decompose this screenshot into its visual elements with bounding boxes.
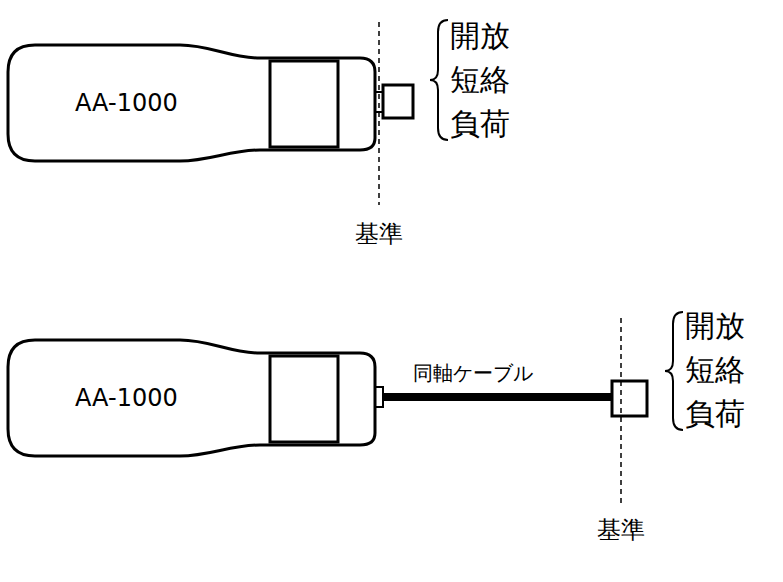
analyzer-body: AA-1000 — [5, 42, 379, 164]
calibration-standard — [612, 381, 647, 416]
analyzer-body: AA-1000 — [5, 337, 379, 459]
coaxial-cable — [383, 393, 612, 401]
brace — [665, 312, 683, 430]
display-screen — [270, 61, 338, 147]
device-outline — [5, 42, 379, 164]
option-label: 負荷 — [450, 106, 510, 142]
reference-plane — [378, 22, 380, 205]
calibration-standard — [383, 85, 413, 118]
device-name: AA-1000 — [75, 89, 178, 117]
option-label: 短絡 — [450, 62, 510, 98]
option-label: 開放 — [685, 308, 745, 344]
option-label: 短絡 — [685, 352, 745, 388]
reference-plane — [620, 318, 622, 505]
cable-label: 同軸ケーブル — [413, 361, 533, 385]
device-outline — [5, 337, 379, 459]
reference-label: 基準 — [597, 516, 645, 545]
display-screen — [270, 356, 338, 442]
brace — [430, 20, 448, 140]
device-name: AA-1000 — [75, 384, 178, 412]
reference-label: 基準 — [355, 220, 403, 249]
option-label: 負荷 — [685, 396, 745, 432]
option-label: 開放 — [450, 18, 510, 54]
